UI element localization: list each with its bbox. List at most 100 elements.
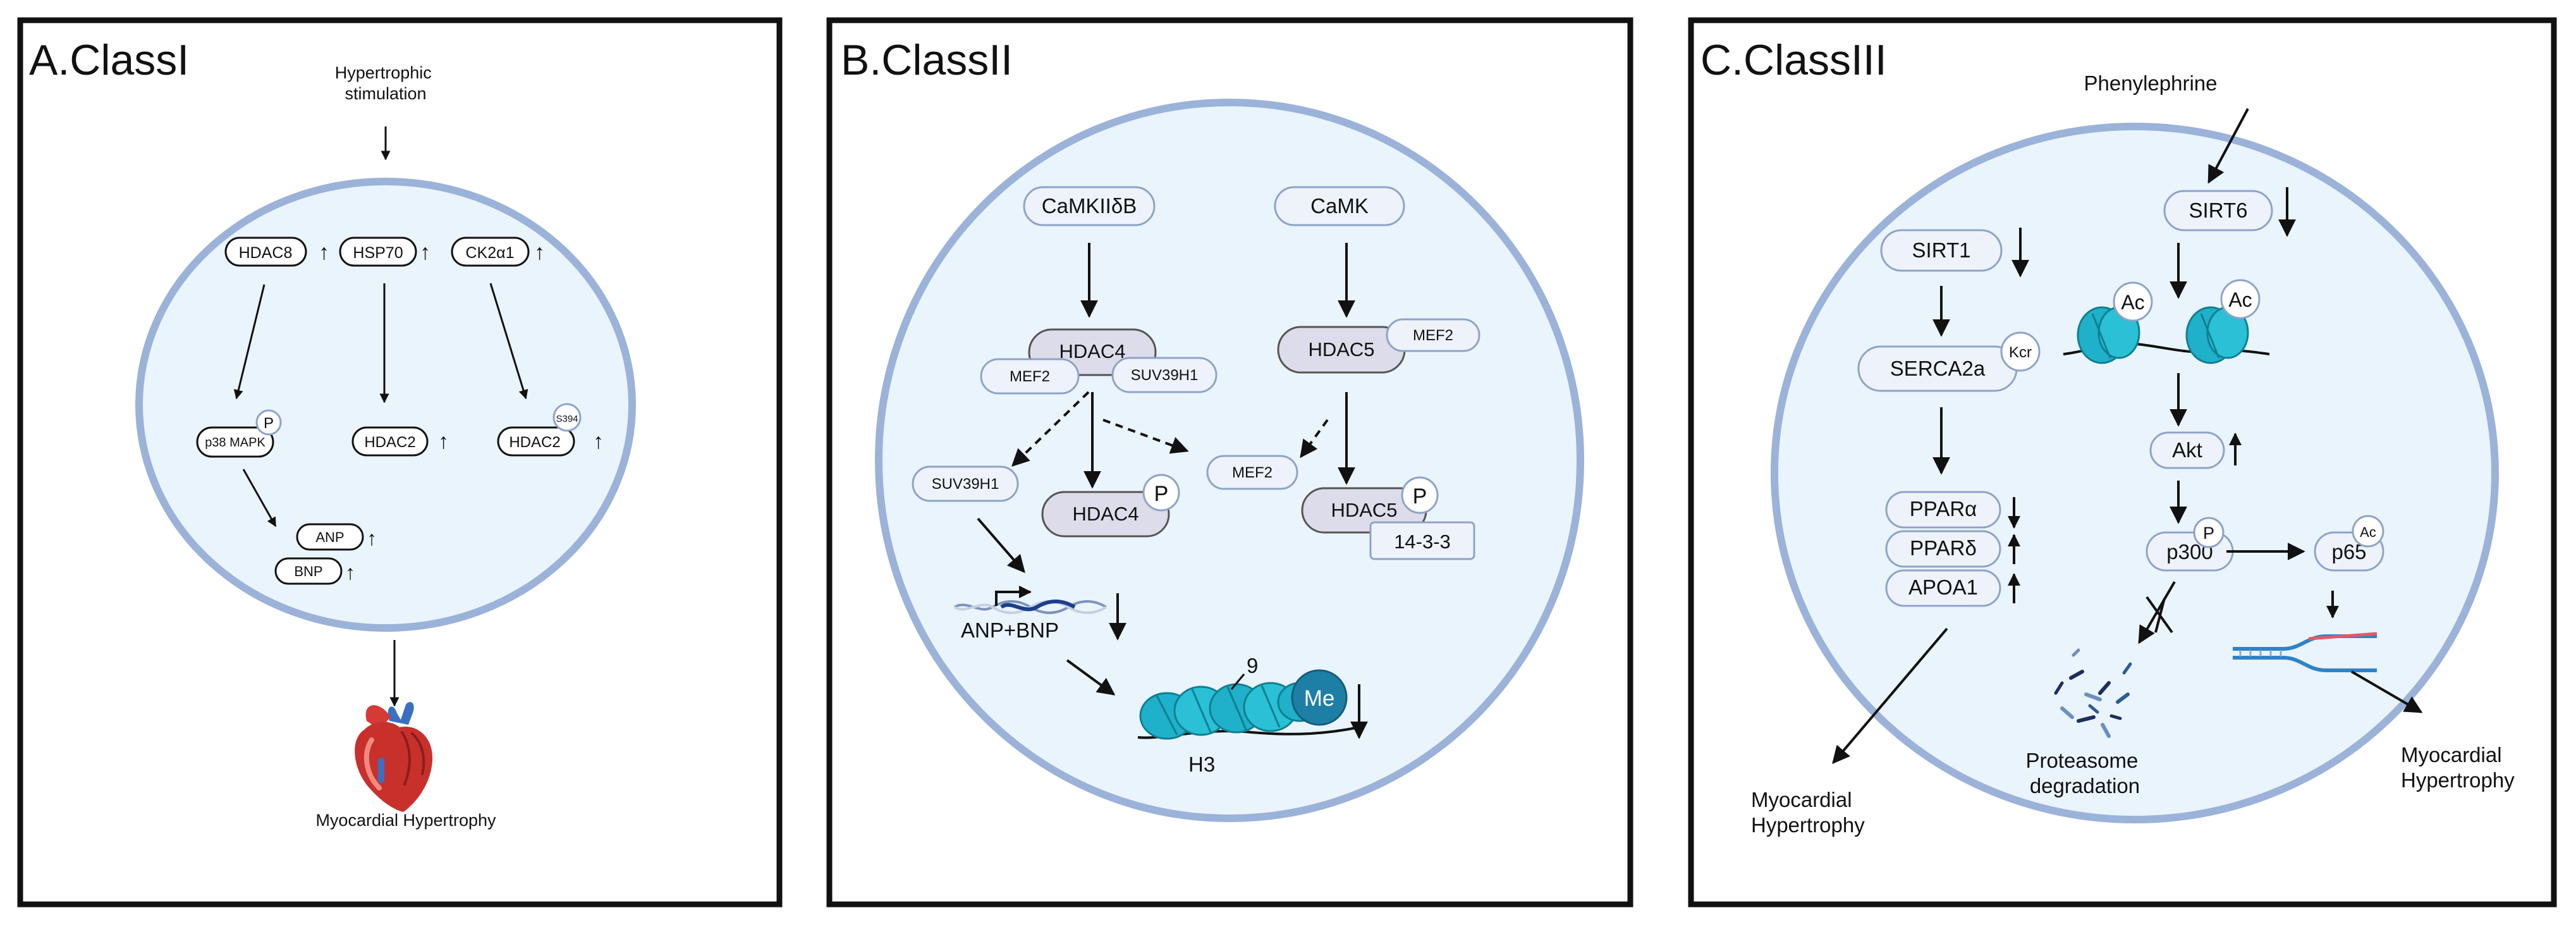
node-hdac4-free-label: HDAC4 <box>1072 503 1138 525</box>
node-ck2a1 <box>451 237 530 267</box>
stimulus-line-2: stimulation <box>345 84 426 103</box>
node-suv39h1-a-label: SUV39H1 <box>1131 367 1199 384</box>
node-suv39h1-b <box>912 465 1019 502</box>
inhibition-cross-icon <box>2146 596 2173 634</box>
node-hdac8-label: HDAC8 <box>239 244 293 262</box>
panel-class-iii: C.ClassIII Phenylephrine SIRT1 SERCA2a K… <box>1688 17 2557 907</box>
acetyl-badge-1 <box>2113 281 2153 322</box>
node-serca2a-label: SERCA2a <box>1890 357 1986 380</box>
node-ck2a1-label: CK2α1 <box>466 244 515 262</box>
phospho-badge-p38-label: P <box>264 415 274 432</box>
node-anp <box>296 523 364 551</box>
phospho-badge-hdac5-label: P <box>1413 484 1427 508</box>
panel-a-title: A.ClassI <box>29 36 189 84</box>
cell-c <box>1771 123 2499 823</box>
node-camkii-db-label: CaMKIIδB <box>1042 194 1137 218</box>
up-arrow-hdac8: ↑ <box>319 240 329 264</box>
phospho-site-s394 <box>552 403 582 432</box>
node-camk <box>1274 186 1405 226</box>
crotonyl-badge <box>2000 331 2041 372</box>
node-sirt6 <box>2163 190 2273 231</box>
k9-label: 9 <box>1247 654 1258 677</box>
node-camkii-db <box>1023 186 1156 226</box>
node-mef2-b <box>1386 318 1480 352</box>
node-mef2-a <box>980 358 1080 395</box>
arrow-phenylephrine-sirt6 <box>2207 108 2249 184</box>
node-mef2-c <box>1206 455 1298 490</box>
acetyl-badge-1-label: Ac <box>2121 291 2144 314</box>
node-akt <box>2149 431 2225 469</box>
node-mef2-c-label: MEF2 <box>1232 464 1273 481</box>
methyl-mark-icon <box>1291 669 1348 726</box>
up-arrow-anp: ↑ <box>367 527 377 550</box>
node-hdac5-complex-label: HDAC5 <box>1308 338 1374 360</box>
node-apoa1-label: APOA1 <box>1908 575 1978 599</box>
heart-icon <box>355 702 433 812</box>
node-hdac2-a-label: HDAC2 <box>364 434 415 451</box>
outcome-center-line-1: Proteasome <box>2025 749 2138 772</box>
arrow-ck2a1-hdac2 <box>489 283 528 400</box>
outcome-center: Proteasome degradation <box>2025 749 2144 797</box>
node-bnp-label: BNP <box>294 563 322 579</box>
arrow-dashed-hdac4-suv <box>1011 391 1090 467</box>
node-camk-label: CaMK <box>1310 194 1369 218</box>
panel-b-title: B.ClassII <box>841 36 1013 84</box>
node-apoa1 <box>1885 569 2001 607</box>
outcome-left-line-1: Myocardial <box>1751 788 1852 811</box>
arrow-gene-histone <box>1066 659 1116 696</box>
up-arrow-bnp: ↑ <box>345 561 355 584</box>
arrow-hdac8-p38 <box>233 284 266 400</box>
stimulus-label: Hypertrophic stimulation <box>335 63 437 103</box>
phospho-badge-p38 <box>255 409 282 436</box>
arrow-dashed-hdac5-mef2 <box>1300 419 1329 458</box>
arrow-ppar-outcome <box>1832 627 1948 765</box>
arrow-suv-gene <box>977 517 1025 574</box>
up-arrow-hdac2-b: ↑ <box>593 429 604 453</box>
node-hsp70 <box>339 237 417 267</box>
dna-gene-icon <box>953 586 1108 614</box>
crotonyl-badge-label: Kcr <box>2009 344 2032 361</box>
outcome-label-a: Myocardial Hypertrophy <box>315 811 496 830</box>
acetyl-badge-2-label: Ac <box>2228 288 2252 311</box>
up-arrow-hsp70: ↑ <box>420 240 430 264</box>
node-sirt6-label: SIRT6 <box>2189 199 2248 222</box>
histone-h3-label: H3 <box>1188 753 1215 776</box>
node-hdac2-a <box>351 426 429 457</box>
node-mef2-b-label: MEF2 <box>1413 327 1453 344</box>
node-mef2-a-label: MEF2 <box>1010 368 1050 385</box>
stimulus-line-1: Hypertrophic <box>335 63 432 82</box>
outcome-right-line-2: Hypertrophy <box>2401 768 2515 792</box>
node-suv39h1-b-label: SUV39H1 <box>932 476 999 493</box>
node-hdac2-b <box>497 426 575 457</box>
node-hsp70-label: HSP70 <box>353 244 403 262</box>
nucleosome-chain-icon <box>1137 682 1360 740</box>
node-anp-label: ANP <box>315 529 344 545</box>
node-akt-label: Akt <box>2172 438 2202 462</box>
outcome-center-line-2: degradation <box>2030 774 2140 797</box>
acetyl-badge-p65 <box>2352 515 2384 548</box>
phospho-badge-hdac4 <box>1142 474 1180 512</box>
unwound-dna-icon <box>2233 632 2378 672</box>
phospho-badge-hdac4-label: P <box>1154 482 1169 506</box>
node-ppara-label: PPARα <box>1910 497 1977 520</box>
node-sirt1-label: SIRT1 <box>1912 238 1971 262</box>
node-bnp <box>274 557 343 585</box>
node-hdac8 <box>224 237 307 267</box>
acetyl-badge-2 <box>2220 279 2261 319</box>
outcome-left-line-2: Hypertrophy <box>1751 813 1865 837</box>
gene-label: ANP+BNP <box>961 618 1059 642</box>
k9-pointer <box>1230 674 1245 690</box>
node-14-3-3 <box>1369 521 1475 560</box>
methyl-mark-label: Me <box>1304 686 1335 711</box>
node-p38-mapk-label: p38 MAPK <box>205 436 266 450</box>
node-14-3-3-label: 14-3-3 <box>1394 531 1451 553</box>
node-ppard-label: PPARδ <box>1910 536 1977 560</box>
arrow-dna-outcome <box>2350 670 2423 713</box>
outcome-right: Myocardial Hypertrophy <box>2401 743 2515 792</box>
node-sirt1 <box>1880 229 2003 272</box>
panel-c-title: C.ClassIII <box>1700 36 1887 84</box>
node-hdac2-b-label: HDAC2 <box>509 434 560 451</box>
node-p38-mapk <box>196 426 274 458</box>
node-ppard <box>1885 530 2001 568</box>
